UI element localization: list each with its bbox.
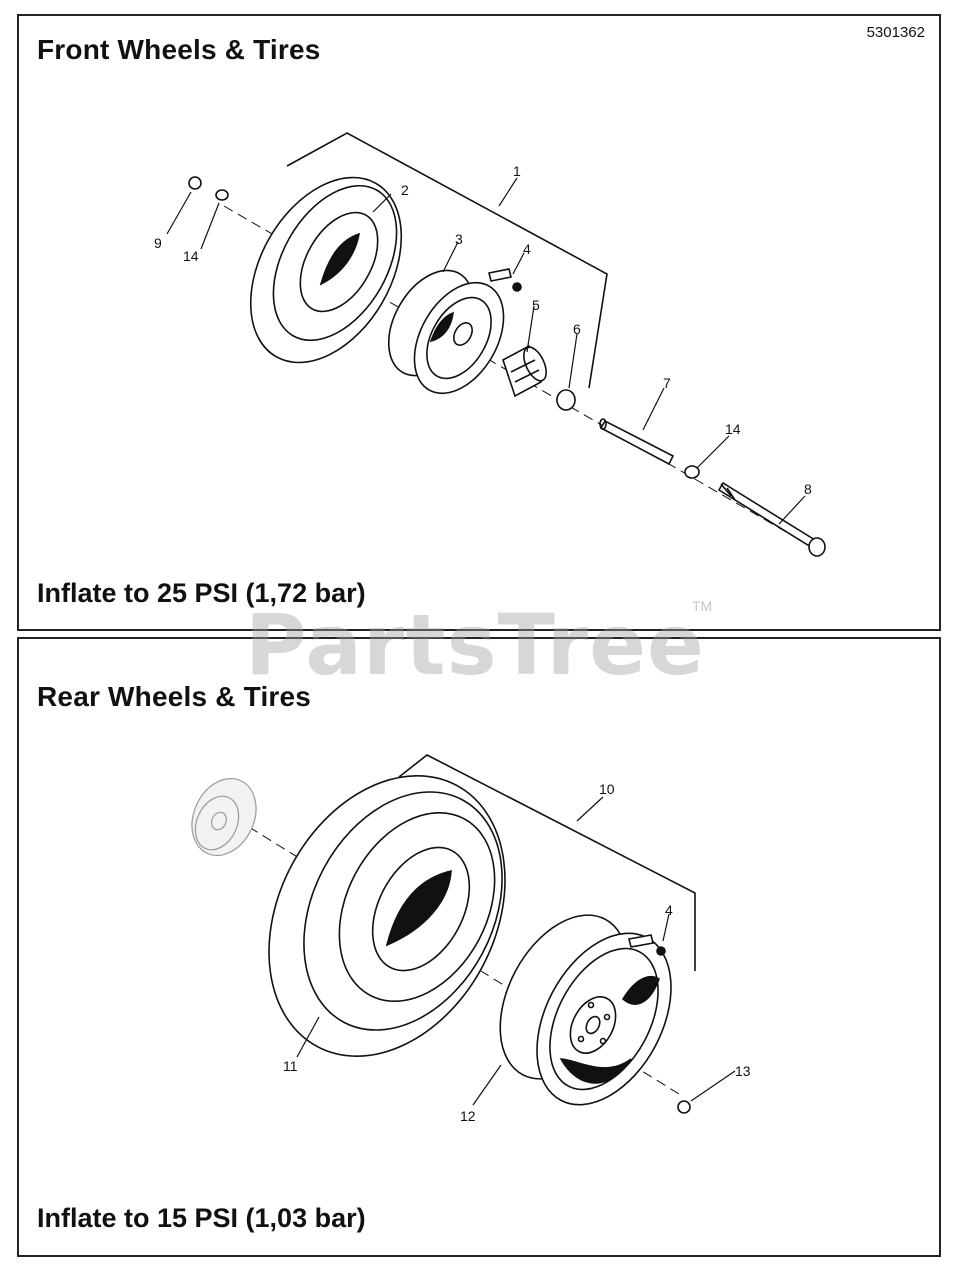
callout-10: 10 xyxy=(599,781,615,797)
rear-rim-12 xyxy=(499,914,672,1106)
washer-14-left xyxy=(215,189,229,201)
callout-13: 13 xyxy=(735,1063,751,1079)
rear-hub xyxy=(191,777,257,857)
rear-wheels-panel: Rear Wheels & Tires Inflate to 15 PSI (1… xyxy=(17,637,941,1257)
valve-stem-4-rear xyxy=(628,934,666,956)
callout-4: 4 xyxy=(523,241,531,257)
washer-14-right xyxy=(684,465,700,479)
callout-12: 12 xyxy=(460,1108,476,1124)
rear-tire-11 xyxy=(268,775,506,1057)
bolt-8 xyxy=(717,481,826,557)
callout-4-rear: 4 xyxy=(665,902,673,918)
valve-stem-4-front xyxy=(488,268,522,292)
callout-1: 1 xyxy=(513,163,521,179)
callout-9: 9 xyxy=(154,235,162,251)
front-tire-2 xyxy=(249,176,403,364)
lug-nut-13 xyxy=(677,1100,691,1114)
assembly-bracket-rear xyxy=(398,754,696,971)
spacer-tube-7 xyxy=(599,418,675,466)
trademark-symbol: TM xyxy=(692,598,713,614)
rear-wheel-exploded-diagram: 10 4 11 12 13 xyxy=(191,754,751,1124)
front-wheels-panel: Front Wheels & Tires 5301362 Inflate to … xyxy=(17,14,941,631)
callout-6: 6 xyxy=(573,321,581,337)
front-wheel-exploded-diagram: 1 2 3 4 5 6 7 8 9 14 14 xyxy=(154,132,826,557)
front-inflation-note: Inflate to 25 PSI (1,72 bar) xyxy=(37,578,366,608)
bearing-5 xyxy=(502,344,547,398)
callout-7: 7 xyxy=(663,375,671,391)
rear-wheels-title: Rear Wheels & Tires xyxy=(37,681,312,712)
assembly-bracket-front xyxy=(286,132,608,389)
rear-inflation-note: Inflate to 15 PSI (1,03 bar) xyxy=(37,1203,366,1233)
callout-2: 2 xyxy=(401,182,409,198)
callout-14-left: 14 xyxy=(183,248,199,264)
front-wheels-title: Front Wheels & Tires xyxy=(37,34,321,65)
callout-3: 3 xyxy=(455,231,463,247)
front-rim-3 xyxy=(387,269,505,395)
document-code: 5301362 xyxy=(866,24,925,41)
callout-5: 5 xyxy=(532,297,540,313)
callout-11: 11 xyxy=(283,1058,298,1074)
callout-14-right: 14 xyxy=(725,421,741,437)
partstree-watermark: PartsTree xyxy=(245,596,706,694)
spacer-6 xyxy=(556,389,576,411)
callout-8: 8 xyxy=(804,481,812,497)
nut-9 xyxy=(188,176,202,190)
